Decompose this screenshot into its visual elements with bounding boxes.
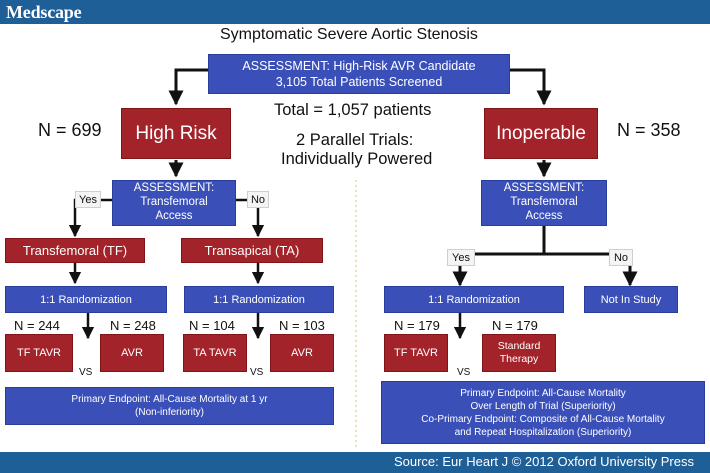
- ta-tavr-n: N = 104: [189, 318, 235, 333]
- right-endpoint-line2: Over Length of Trial (Superiority): [470, 400, 616, 412]
- not-in-study-label: Not In Study: [600, 293, 662, 306]
- vs-tf: VS: [79, 367, 93, 378]
- medscape-logo: Medscape: [6, 2, 82, 22]
- transfemoral-box: Transfemoral (TF): [5, 238, 145, 263]
- transapical-box: Transapical (TA): [181, 238, 323, 263]
- tf-avr-n: N = 248: [110, 318, 156, 333]
- top-bar: Medscape: [0, 0, 710, 24]
- tf-tavr-box: TF TAVR: [5, 334, 73, 372]
- arrow-to-inoperable: [510, 68, 552, 106]
- right-assessment-line3: Access: [525, 209, 563, 222]
- high-risk-n: N = 699: [38, 120, 102, 140]
- left-endpoint-box: Primary Endpoint: All-Cause Mortality at…: [5, 387, 334, 425]
- right-endpoint-line3: Co-Primary Endpoint: Composite of All-Ca…: [421, 413, 665, 425]
- tf-randomization-label: 1:1 Randomization: [40, 293, 132, 306]
- standard-therapy-box: Standard Therapy: [482, 334, 556, 372]
- right-assessment-line2: Transfemoral: [510, 196, 578, 209]
- diagram-title: Symptomatic Severe Aortic Stenosis: [220, 26, 478, 43]
- tf-avr-box: AVR: [100, 334, 164, 372]
- transfemoral-label: Transfemoral (TF): [22, 243, 128, 258]
- ta-avr-label: AVR: [291, 347, 313, 359]
- ta-avr-n: N = 103: [279, 318, 325, 333]
- tf-tavr-n: N = 244: [14, 318, 60, 333]
- ta-avr-box: AVR: [270, 334, 334, 372]
- not-in-study-box: Not In Study: [584, 286, 678, 313]
- inop-tavr-n: N = 179: [394, 318, 440, 333]
- ta-randomization-box: 1:1 Randomization: [184, 286, 334, 313]
- tf-tavr-label: TF TAVR: [17, 347, 61, 359]
- right-assessment-line1: ASSESSMENT:: [503, 182, 585, 195]
- assessment-top-line1: ASSESSMENT: High-Risk AVR Candidate: [242, 58, 476, 73]
- ta-randomization-label: 1:1 Randomization: [213, 293, 305, 306]
- inoperable-label: Inoperable: [496, 122, 586, 144]
- yes-label-left: Yes: [75, 191, 101, 208]
- inop-tf-tavr-box: TF TAVR: [384, 334, 448, 372]
- vs-ta: VS: [250, 367, 264, 378]
- right-endpoint-line4: and Repeat Hospitalization (Superiority): [454, 426, 632, 438]
- left-assessment-line1: ASSESSMENT:: [133, 182, 215, 195]
- trials-line2: Individually Powered: [281, 150, 433, 168]
- std-therapy-n: N = 179: [492, 318, 538, 333]
- vs-inoperable: VS: [457, 367, 471, 378]
- left-assessment-box: ASSESSMENT: Transfemoral Access: [112, 180, 236, 226]
- total-patients: Total = 1,057 patients: [274, 101, 432, 119]
- inoperable-n: N = 358: [617, 120, 681, 140]
- inop-tf-tavr-label: TF TAVR: [394, 347, 438, 359]
- right-assessment-box: ASSESSMENT: Transfemoral Access: [481, 180, 607, 226]
- bottom-bar: Source: Eur Heart J © 2012 Oxford Univer…: [0, 452, 710, 473]
- inop-randomization-box: 1:1 Randomization: [384, 286, 564, 313]
- left-endpoint-line2: (Non-inferiority): [135, 407, 204, 418]
- tf-avr-label: AVR: [121, 347, 143, 359]
- left-assessment-line3: Access: [155, 209, 193, 222]
- ta-tavr-box: TA TAVR: [183, 334, 247, 372]
- transapical-label: Transapical (TA): [204, 243, 300, 258]
- inoperable-box: Inoperable: [484, 108, 598, 159]
- inop-randomization-label: 1:1 Randomization: [428, 293, 520, 306]
- source-citation: Source: Eur Heart J © 2012 Oxford Univer…: [393, 454, 694, 469]
- assessment-top-line2: 3,105 Total Patients Screened: [275, 75, 443, 89]
- no-label-left: No: [247, 191, 269, 208]
- left-assessment-line2: Transfemoral: [140, 196, 208, 209]
- assessment-top-box: ASSESSMENT: High-Risk AVR Candidate 3,10…: [208, 54, 510, 94]
- high-risk-box: High Risk: [121, 108, 231, 159]
- ta-tavr-label: TA TAVR: [193, 347, 237, 359]
- no-label-right: No: [609, 249, 633, 266]
- tf-randomization-box: 1:1 Randomization: [5, 286, 167, 313]
- right-endpoint-box: Primary Endpoint: All-Cause Mortality Ov…: [381, 381, 705, 444]
- arrow-to-high-risk: [168, 68, 208, 106]
- trials-line1: 2 Parallel Trials:: [296, 131, 414, 149]
- standard-therapy-line1: Standard: [497, 340, 541, 353]
- left-endpoint-line1: Primary Endpoint: All-Cause Mortality at…: [71, 393, 268, 405]
- yes-label-right: Yes: [447, 249, 475, 266]
- high-risk-label: High Risk: [135, 122, 217, 144]
- right-endpoint-line1: Primary Endpoint: All-Cause Mortality: [460, 387, 626, 399]
- standard-therapy-line2: Therapy: [499, 353, 539, 365]
